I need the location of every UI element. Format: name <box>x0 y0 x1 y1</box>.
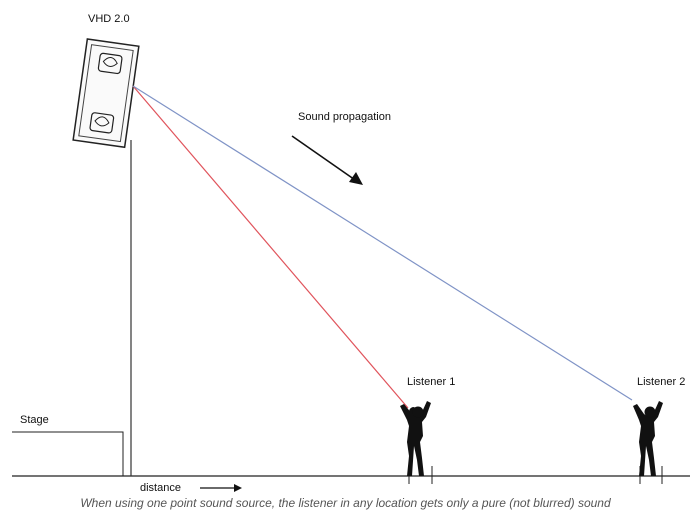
propagation-arrow-icon <box>291 135 363 185</box>
listener-2-icon <box>633 401 663 476</box>
distance-arrow-icon <box>200 484 242 492</box>
listener-1-icon <box>400 401 431 476</box>
stage-label: Stage <box>20 414 49 426</box>
sound-ray-listener-2 <box>132 85 633 401</box>
speaker-icon <box>72 38 140 149</box>
distance-label: distance <box>140 482 181 494</box>
speaker-label: VHD 2.0 <box>88 13 130 25</box>
diagram-caption: When using one point sound source, the l… <box>80 496 611 510</box>
listener-2-label: Listener 2 <box>637 376 685 388</box>
stage-outline <box>12 431 124 476</box>
sound-ray-listener-1 <box>132 85 409 409</box>
listener-1-label: Listener 1 <box>407 376 455 388</box>
propagation-label: Sound propagation <box>298 111 391 123</box>
